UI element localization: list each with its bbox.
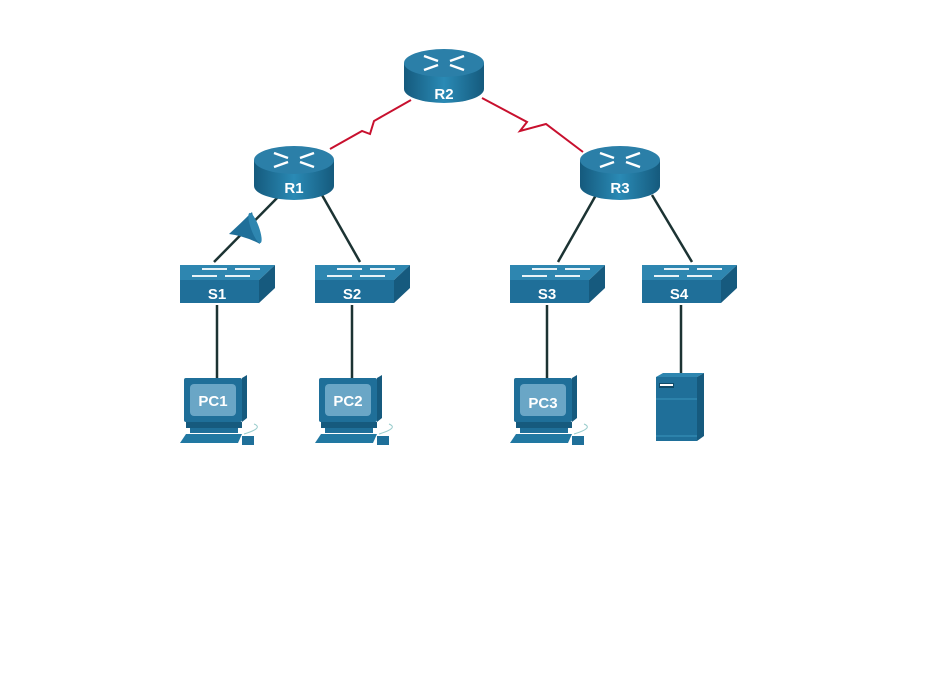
pc-pc1[interactable]: PC1 [179, 374, 258, 446]
link-r3-s3 [556, 194, 598, 263]
router-r3[interactable]: R3 [578, 144, 662, 202]
switch-s2[interactable]: S2 [314, 264, 411, 304]
serial-link-r2-r3 [481, 97, 584, 153]
pc-label: PC2 [333, 393, 362, 410]
switch-label: S2 [343, 286, 361, 303]
router-r1[interactable]: R1 [252, 144, 336, 202]
router-r2[interactable]: R2 [402, 47, 486, 105]
pc-pc2[interactable]: PC2 [314, 374, 393, 446]
serial-link-r2-r1 [329, 99, 412, 150]
pc-pc3[interactable]: PC3 [509, 374, 588, 446]
switch-label: S4 [670, 286, 689, 303]
switch-s1[interactable]: S1 [179, 264, 276, 304]
router-label: R1 [284, 180, 303, 197]
pc-label: PC3 [528, 395, 557, 412]
pc-label: PC1 [198, 393, 227, 410]
switch-s4[interactable]: S4 [641, 264, 738, 304]
router-label: R3 [610, 180, 629, 197]
link-r3-s4 [650, 194, 694, 263]
router-label: R2 [434, 86, 453, 103]
switch-label: S1 [208, 286, 226, 303]
link-r1-s2 [320, 194, 362, 263]
switch-label: S3 [538, 286, 556, 303]
server[interactable] [656, 373, 704, 441]
cone-icon [229, 212, 262, 244]
switch-s3[interactable]: S3 [509, 264, 606, 304]
